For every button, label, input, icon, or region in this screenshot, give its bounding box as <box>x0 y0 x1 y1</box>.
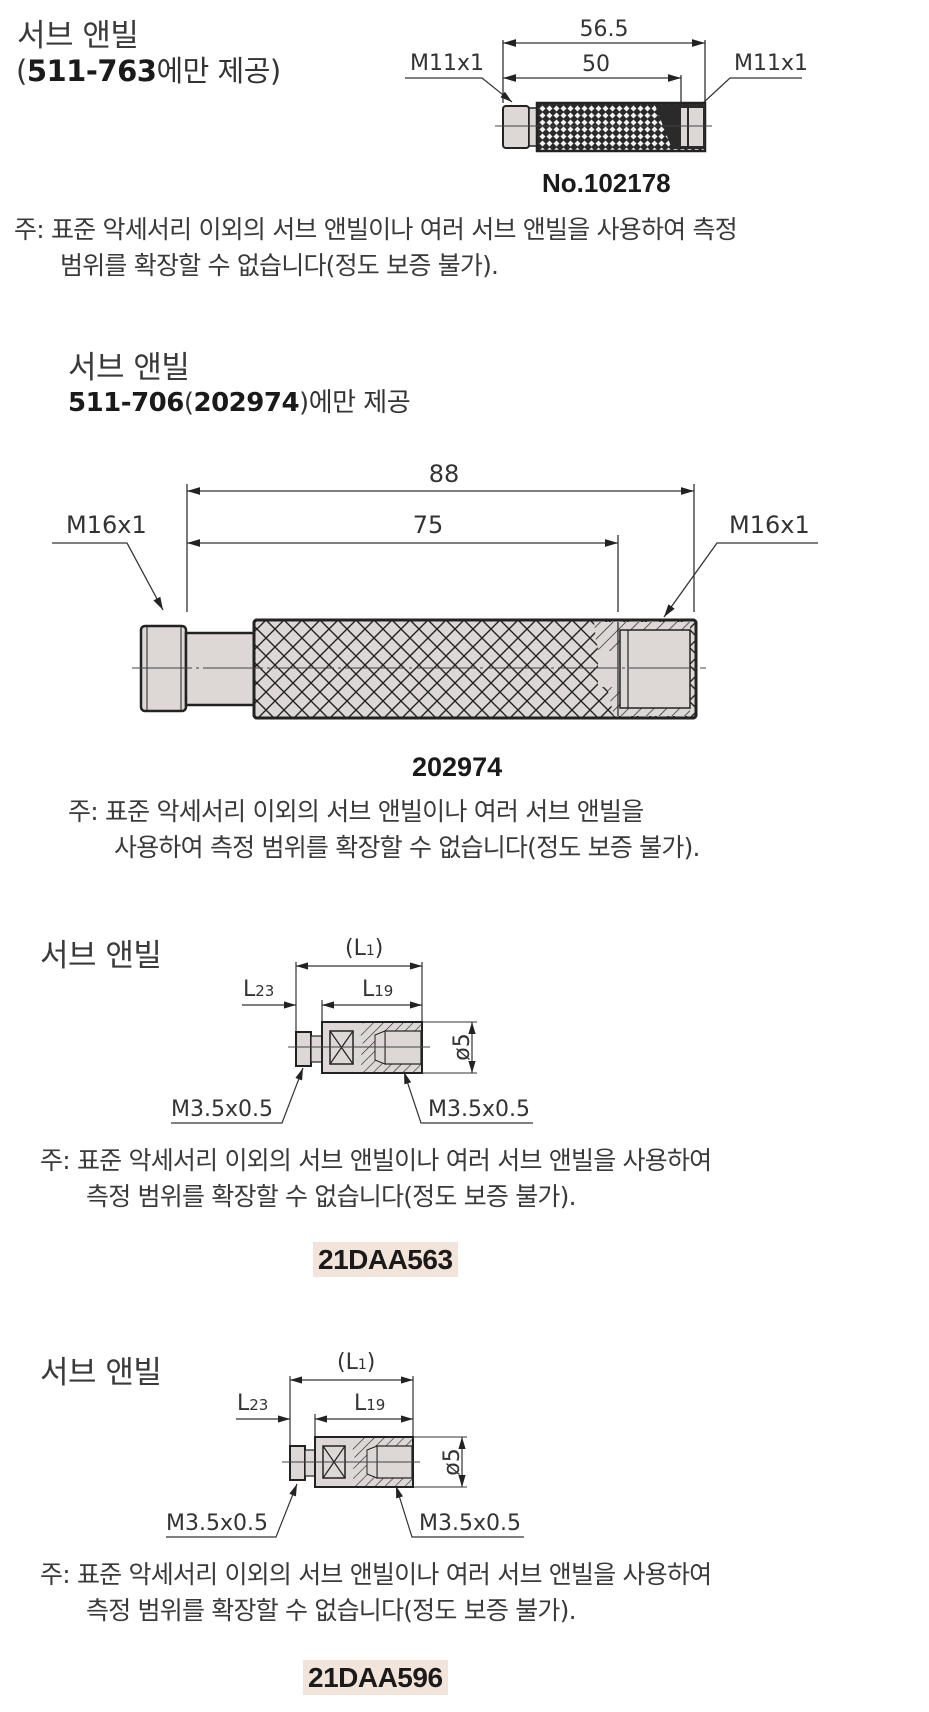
section4-note: 주: 표준 악세서리 이외의 서브 앤빌이나 여러 서브 앤빌을 사용하여 측정… <box>40 1557 712 1629</box>
section4-note-line2: 측정 범위를 확장할 수 없습니다(정도 보증 불가). <box>86 1596 577 1625</box>
thread-left-label: M16x1 <box>66 511 147 539</box>
section2-model-code: 202974 <box>193 388 300 418</box>
section1-drawing: 56.5 50 M11x1 M11x1 <box>405 17 808 153</box>
dim-88: 88 <box>429 460 460 488</box>
section4-drawing: (L1) L23 L19 ø5 M3.5x0.5 M3.5x0.5 <box>166 1350 524 1538</box>
section4-part-number: 21DAA596 <box>303 1660 448 1695</box>
dim-l1: (L1) <box>345 936 383 961</box>
thread-right-label: M3.5x0.5 <box>428 1097 530 1122</box>
section2-note-line1: 주: 표준 악세서리 이외의 서브 앤빌이나 여러 서브 앤빌을 <box>68 797 644 826</box>
dim-l19: L19 <box>362 977 393 1002</box>
section1-note-line1: 주: 표준 악세서리 이외의 서브 앤빌이나 여러 서브 앤빌을 사용하여 측정 <box>14 215 738 244</box>
dim-l19: L19 <box>354 1391 385 1416</box>
dim-diameter: ø5 <box>440 1448 465 1475</box>
section1-model: 511-763 <box>26 54 157 88</box>
section2-note: 주: 표준 악세서리 이외의 서브 앤빌이나 여러 서브 앤빌을 사용하여 측정… <box>68 794 700 866</box>
dim-l23: L23 <box>243 977 274 1002</box>
section1-note: 주: 표준 악세서리 이외의 서브 앤빌이나 여러 서브 앤빌을 사용하여 측정… <box>14 212 738 284</box>
section2-part-number: 202974 <box>412 752 503 782</box>
dim-56-5: 56.5 <box>580 17 629 42</box>
section2-title: 서브 앤빌 <box>68 350 190 386</box>
section2-subtitle-suffix: )에만 제공 <box>299 388 411 418</box>
section3-note: 주: 표준 악세서리 이외의 서브 앤빌이나 여러 서브 앤빌을 사용하여 측정… <box>40 1143 712 1215</box>
section1-part-number: No.102178 <box>542 168 671 198</box>
section1-subtitle: (511-763에만 제공) <box>16 48 281 90</box>
dim-l1: (L1) <box>337 1350 375 1375</box>
thread-left-label: M3.5x0.5 <box>166 1511 268 1536</box>
section2-note-line2: 사용하여 측정 범위를 확장할 수 없습니다(정도 보증 불가). <box>114 833 700 862</box>
section2-paren: ( <box>183 388 194 418</box>
thread-left-label: M3.5x0.5 <box>171 1097 273 1122</box>
thread-right-label: M16x1 <box>729 511 810 539</box>
section4-title: 서브 앤빌 <box>40 1355 162 1391</box>
thread-right-label: M11x1 <box>734 51 808 76</box>
section1-subtitle-open: ( <box>16 54 27 88</box>
section3-title: 서브 앤빌 <box>40 938 162 974</box>
dim-diameter: ø5 <box>450 1033 475 1060</box>
thread-right-label: M3.5x0.5 <box>419 1511 521 1536</box>
section2-model: 511-706 <box>68 388 184 418</box>
section3-part-number: 21DAA563 <box>313 1242 458 1277</box>
section2-subtitle: 511-706(202974)에만 제공 <box>68 382 411 419</box>
dim-l23: L23 <box>237 1391 268 1416</box>
section1-title: 서브 앤빌 <box>17 18 139 54</box>
section1-subtitle-suffix: 에만 제공) <box>156 54 281 88</box>
thread-left-label: M11x1 <box>410 51 484 76</box>
section3-drawing: (L1) L23 L19 ø5 M3.5x0.5 M3.5x0.5 <box>171 936 533 1124</box>
dim-75: 75 <box>413 511 444 539</box>
section1-note-line2: 범위를 확장할 수 없습니다(정도 보증 불가). <box>60 251 499 280</box>
section4-part-number-badge: 21DAA596 <box>303 1660 448 1695</box>
section3-note-line1: 주: 표준 악세서리 이외의 서브 앤빌이나 여러 서브 앤빌을 사용하여 <box>40 1146 712 1175</box>
section2-drawing: 88 75 M16x1 M16x1 <box>52 460 818 720</box>
section3-note-line2: 측정 범위를 확장할 수 없습니다(정도 보증 불가). <box>86 1182 577 1211</box>
section4-note-line1: 주: 표준 악세서리 이외의 서브 앤빌이나 여러 서브 앤빌을 사용하여 <box>40 1560 712 1589</box>
dim-50: 50 <box>582 52 610 77</box>
section3-part-number-badge: 21DAA563 <box>313 1242 458 1277</box>
